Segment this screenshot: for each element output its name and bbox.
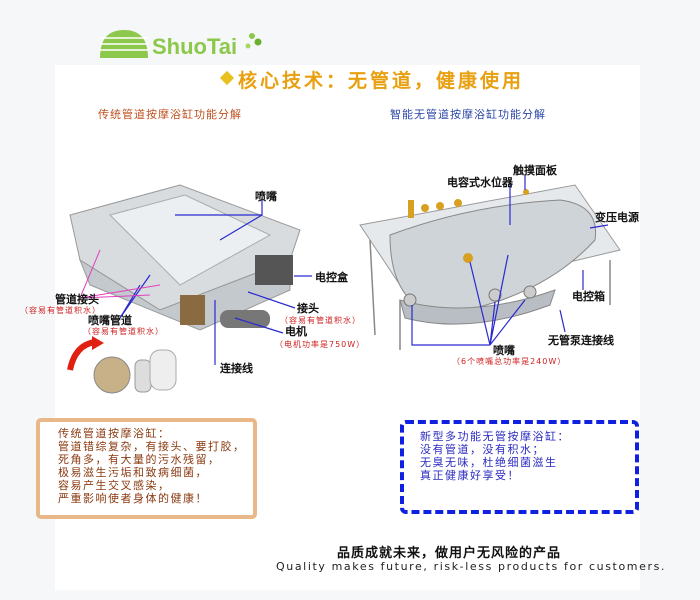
note-pipe-joint: （容易有管道积水）	[20, 306, 101, 315]
new-line: 无臭无味，杜绝细菌滋生	[420, 456, 558, 469]
left-heading: 传统管道按摩浴缸功能分解	[98, 108, 242, 121]
note-nozzle-pipe: （容易有管道积水）	[83, 327, 164, 336]
logo-text: ShuoTai	[152, 34, 238, 59]
note-joint: （容易有管道积水）	[280, 316, 361, 325]
traditional-line: 容易产生交叉感染，	[58, 479, 171, 492]
traditional-line: 死角多，有大量的污水残留，	[58, 453, 221, 466]
label-level-sensor: 电容式水位器	[447, 176, 513, 189]
traditional-line: 管道错综复杂，有接头、要打胶，	[58, 440, 246, 453]
label-motor: 电机	[285, 325, 307, 338]
traditional-tub-box: 传统管道按摩浴缸：管道错综复杂，有接头、要打胶，死角多，有大量的污水残留，极易滋…	[36, 418, 257, 519]
label-joint: 接头	[297, 302, 319, 315]
label-nozzle-pipe: 喷嘴管道	[88, 314, 132, 327]
label-nozzle: 喷嘴	[255, 190, 277, 203]
page-title: 核心技术：无管道，健康使用	[238, 70, 525, 92]
slogan-en: Quality makes future, risk-less products…	[276, 560, 667, 573]
right-heading: 智能无管道按摩浴缸功能分解	[390, 108, 546, 121]
new-line: 没有管道，没有积水；	[420, 443, 545, 456]
label-wire: 连接线	[220, 362, 253, 375]
new-line: 真正健康好享受！	[420, 469, 520, 482]
traditional-line: 极易滋生污垢和致病细菌，	[58, 466, 208, 479]
label-pipe-joint: 管道接头	[55, 293, 99, 306]
label-control-box: 电控盒	[315, 271, 348, 284]
traditional-line: 严重影响使者身体的健康！	[58, 492, 208, 505]
label-transformer: 变压电源	[595, 211, 639, 224]
note-motor: （电机功率是750W）	[275, 340, 366, 349]
label-nozzle-right: 喷嘴	[493, 344, 515, 357]
label-pump-wire: 无管泵连接线	[548, 334, 614, 347]
label-touch-panel: 触摸面板	[513, 164, 557, 177]
new-line: 新型多功能无管按摩浴缸：	[420, 430, 570, 443]
new-tub-box: 新型多功能无管按摩浴缸：没有管道，没有积水；无臭无味，杜绝细菌滋生真正健康好享受…	[400, 420, 639, 514]
label-control-box-right: 电控箱	[572, 290, 605, 303]
traditional-line: 传统管道按摩浴缸：	[58, 427, 171, 440]
slogan-cn: 品质成就未来，做用户无风险的产品	[337, 546, 562, 561]
note-nozzle-right: （6个喷嘴总功率是240W）	[452, 357, 567, 366]
